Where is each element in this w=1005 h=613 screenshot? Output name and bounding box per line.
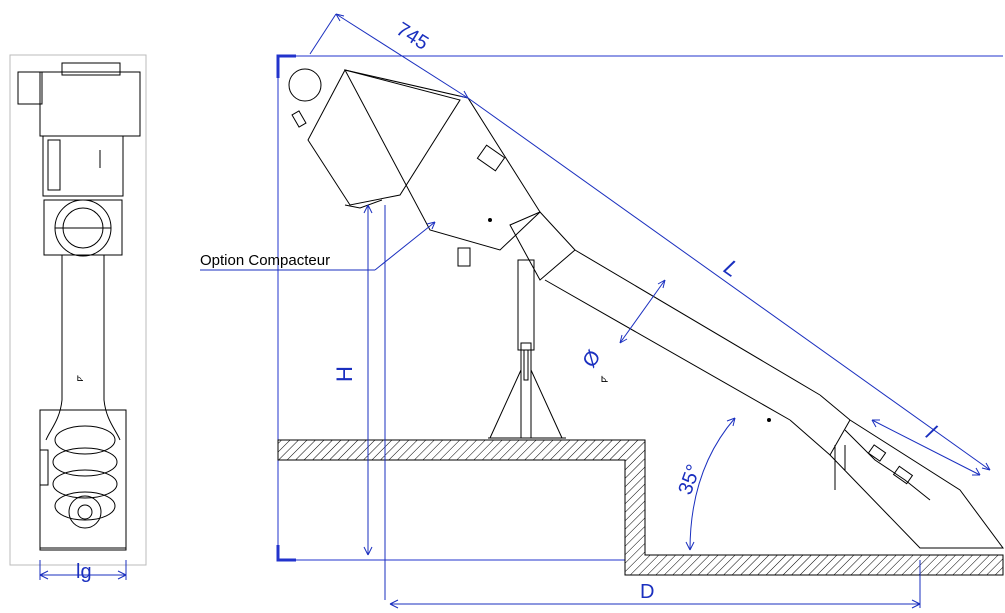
support-stand — [488, 259, 566, 439]
axis-mark: ⊾ — [600, 373, 609, 385]
front-tube — [61, 255, 105, 400]
front-door — [47, 139, 61, 191]
label-option-compacteur: Option Compacteur — [200, 252, 330, 269]
side-motor — [288, 68, 322, 102]
label-D: D — [640, 581, 654, 603]
label-diameter: Ø — [579, 346, 606, 371]
floor-structure — [277, 439, 1004, 576]
label-745: 745 — [392, 18, 432, 54]
side-tube — [544, 249, 821, 421]
label-lg: lg — [76, 561, 92, 583]
front-motor-top — [61, 62, 121, 76]
front-axis-mark: ⊾ — [76, 373, 84, 384]
side-view-frame — [276, 54, 1003, 562]
front-motor — [17, 71, 43, 105]
front-view-frame — [9, 54, 147, 566]
label-L: L — [719, 254, 743, 282]
front-upper-housing — [39, 71, 141, 137]
label-H: H — [332, 366, 357, 382]
conveyor-body — [288, 68, 1004, 549]
dimension-lines — [200, 13, 991, 609]
side-main-housing — [344, 69, 541, 251]
side-lower-cone — [789, 394, 1004, 549]
front-view: ⊾ — [9, 54, 147, 566]
dimension-lg — [39, 560, 127, 580]
front-lower-housing — [42, 135, 124, 197]
side-compactor-hopper — [307, 69, 461, 206]
floor-hatched — [277, 439, 1004, 576]
front-hopper — [43, 199, 123, 256]
label-angle: 35° — [674, 462, 705, 498]
front-screw-housing — [39, 409, 127, 551]
